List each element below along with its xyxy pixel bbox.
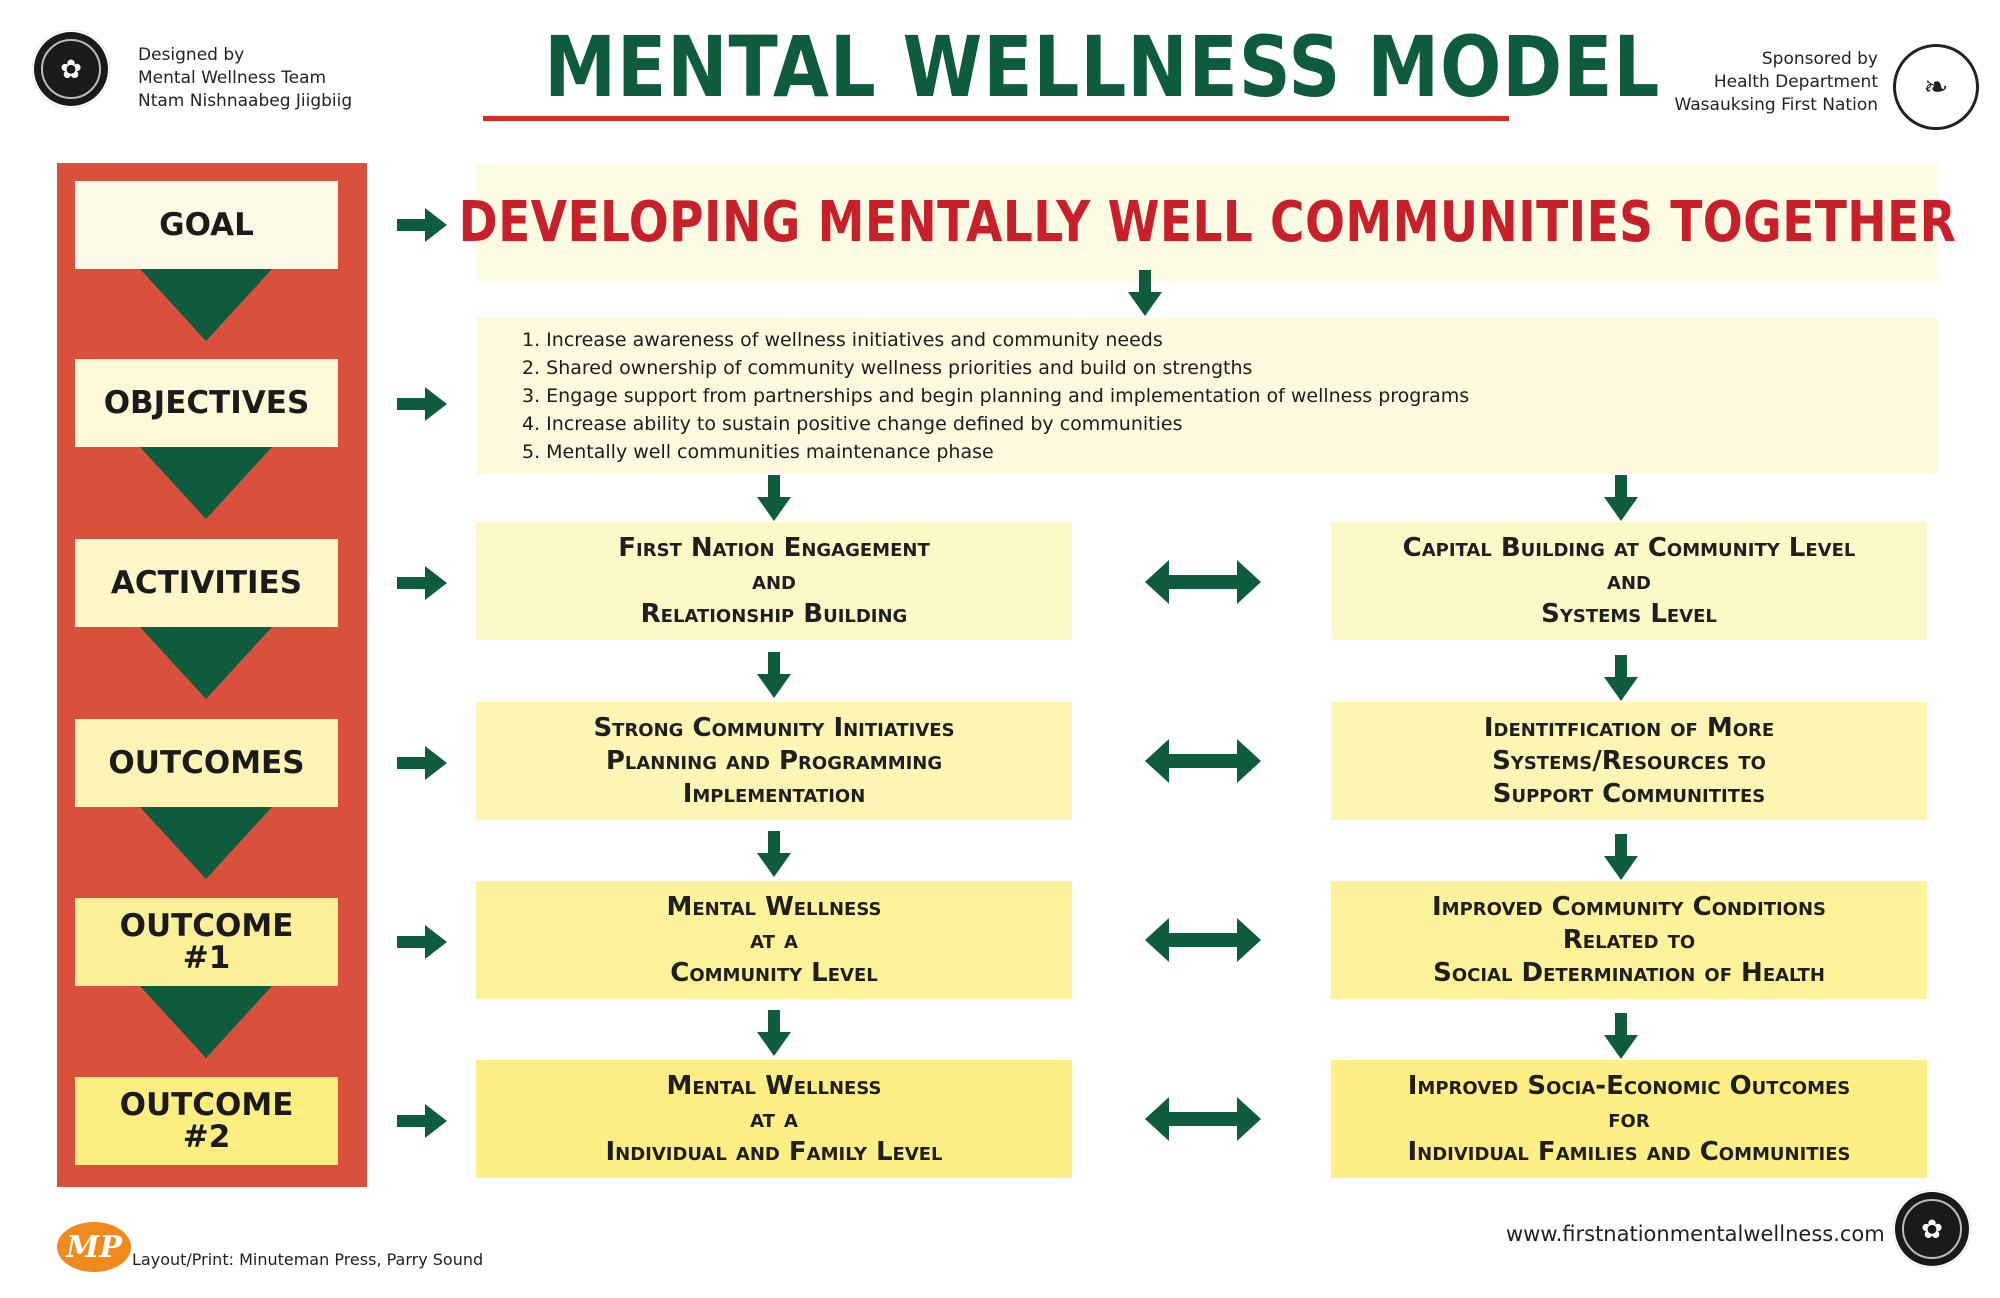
stage-down-arrow-icon — [140, 807, 272, 879]
minuteman-press-logo-icon: MP — [57, 1222, 131, 1272]
mental-wellness-team-seal-icon: ✿ — [32, 30, 110, 108]
right-arrow-icon — [397, 566, 447, 600]
objective-item: 5. Mentally well communities maintenance… — [522, 441, 994, 463]
designed-by-line-2: Mental Wellness Team — [138, 68, 327, 88]
box-line: Individual and Family Level — [605, 1136, 943, 1167]
sponsored-by-credit: Sponsored by Health Department Wasauksin… — [1640, 48, 1878, 117]
sponsored-by-line-1: Sponsored by — [1761, 49, 1878, 69]
stage-down-arrow-icon — [140, 269, 272, 341]
stage-down-arrow-icon — [140, 986, 272, 1058]
down-arrow-icon — [1604, 655, 1638, 701]
box-line: Improved Community Conditions — [1431, 891, 1827, 922]
box-line: Improved Socia-Economic Outcomes — [1407, 1070, 1851, 1101]
box-line: Mental Wellness — [666, 1070, 882, 1101]
stage-outcome-2: OUTCOME #2 — [75, 1077, 338, 1165]
down-arrow-icon — [757, 475, 791, 521]
box-line: Strong Community Initiatives — [593, 712, 955, 743]
right-arrow-icon — [397, 746, 447, 780]
objectives-box: 1. Increase awareness of wellness initia… — [476, 318, 1938, 474]
wasauksing-first-nation-seal-icon: ❧ — [1893, 44, 1979, 130]
designed-by-credit: Designed by Mental Wellness Team Ntam Ni… — [138, 44, 352, 113]
box-line: Identitfication of More — [1483, 712, 1775, 743]
stage-down-arrow-icon — [140, 627, 272, 699]
double-arrow-icon — [1145, 918, 1261, 962]
designed-by-line-1: Designed by — [138, 45, 245, 65]
stage-outcome-1: OUTCOME #1 — [75, 898, 338, 986]
down-arrow-icon — [757, 1010, 791, 1056]
box-line: First Nation Engagement — [618, 532, 930, 563]
stage-goal: GOAL — [75, 181, 338, 269]
right-arrow-icon — [397, 208, 447, 242]
box-line: for — [1608, 1103, 1650, 1134]
box-line: Systems/Resources to — [1492, 745, 1766, 776]
down-arrow-icon — [757, 652, 791, 698]
goal-statement: DEVELOPING MENTALLY WELL COMMUNITIES TOG… — [458, 189, 1956, 255]
stage-down-arrow-icon — [140, 447, 272, 519]
stage-activities: ACTIVITIES — [75, 539, 338, 627]
down-arrow-icon — [1604, 834, 1638, 880]
stage-objectives: OBJECTIVES — [75, 359, 338, 447]
box-line: at a — [750, 1103, 798, 1134]
box-line: Relationship Building — [640, 598, 908, 629]
box-line: Planning and Programming — [605, 745, 943, 776]
box-line: and — [752, 565, 796, 596]
double-arrow-icon — [1145, 560, 1261, 604]
box-line: Mental Wellness — [666, 891, 882, 922]
down-arrow-icon — [1604, 1013, 1638, 1059]
objective-item: 1. Increase awareness of wellness initia… — [522, 329, 1163, 351]
down-arrow-icon — [1604, 475, 1638, 521]
objective-item: 3. Engage support from partnerships and … — [522, 385, 1470, 407]
website-link[interactable]: www.firstnationmentalwellness.com — [1506, 1222, 1885, 1246]
box-line: Community Level — [670, 957, 878, 988]
right-arrow-icon — [397, 1104, 447, 1138]
box-line: Support Communitites — [1492, 778, 1766, 809]
goal-box: DEVELOPING MENTALLY WELL COMMUNITIES TOG… — [458, 163, 1955, 281]
down-arrow-icon — [1128, 270, 1162, 316]
box-line: Related to — [1562, 924, 1696, 955]
print-credit: Layout/Print: Minuteman Press, Parry Sou… — [132, 1250, 484, 1269]
box-line: Systems Level — [1541, 598, 1717, 629]
designed-by-line-3: Ntam Nishnaabeg Jiigbiig — [138, 91, 353, 111]
mental-wellness-team-seal-icon: ✿ — [1893, 1190, 1971, 1268]
box-line: at a — [750, 924, 798, 955]
double-arrow-icon — [1145, 1097, 1261, 1141]
box-line: Social Determination of Health — [1433, 957, 1825, 988]
sponsored-by-line-2: Health Department — [1713, 72, 1878, 92]
box-line: Capital Building at Community Level — [1402, 532, 1856, 563]
down-arrow-icon — [757, 831, 791, 877]
box-line: Individual Families and Communities — [1407, 1136, 1851, 1167]
sponsored-by-line-3: Wasauksing First Nation — [1674, 95, 1878, 115]
stage-outcomes: OUTCOMES — [75, 719, 338, 807]
right-arrow-icon — [397, 925, 447, 959]
title-underline — [483, 116, 1509, 121]
right-arrow-icon — [397, 387, 447, 421]
objective-item: 4. Increase ability to sustain positive … — [522, 413, 1183, 435]
box-line: Implementation — [682, 778, 866, 809]
objective-item: 2. Shared ownership of community wellnes… — [522, 357, 1253, 379]
box-line: and — [1607, 565, 1651, 596]
double-arrow-icon — [1145, 739, 1261, 783]
